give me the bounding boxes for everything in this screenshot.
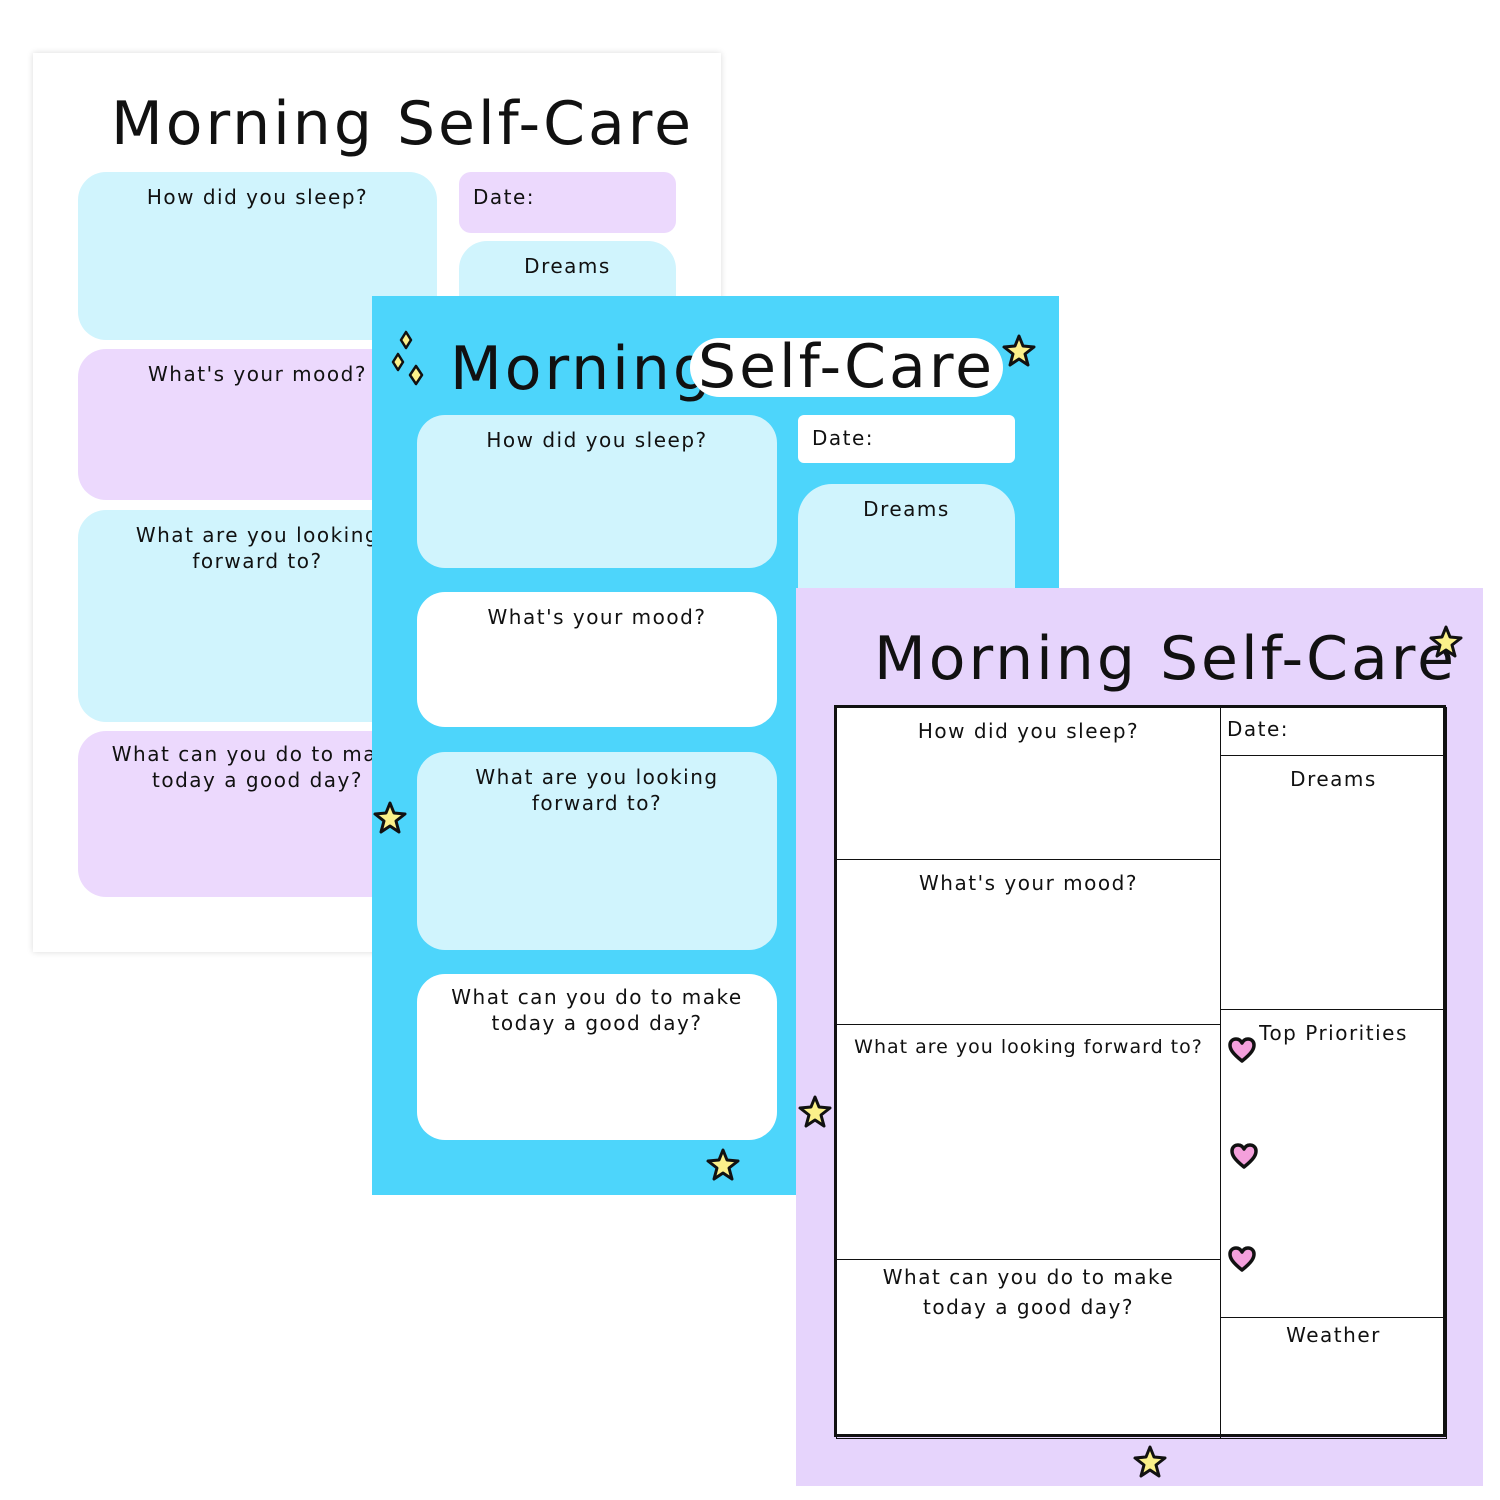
- star-icon: [1429, 625, 1463, 658]
- page-title: Morning Self-Care: [874, 624, 1458, 694]
- planner-grid: How did you sleep? What's your mood? Wha…: [834, 705, 1447, 1439]
- star-icon: [706, 1148, 740, 1181]
- good-day-box: What can you do to make today a good day…: [417, 974, 777, 1140]
- star-icon: [1002, 334, 1036, 367]
- good-day-cell: What can you do to make today a good day…: [836, 1259, 1221, 1439]
- page-title: Morning Self-Care: [111, 89, 695, 159]
- sleep-box: How did you sleep?: [417, 415, 777, 568]
- page-title-self-care: Self-Care: [690, 337, 1004, 397]
- star-icon: [798, 1095, 832, 1128]
- mood-cell: What's your mood?: [836, 859, 1221, 1025]
- weather-cell: Weather: [1220, 1317, 1447, 1439]
- heart-icon: [1228, 1246, 1256, 1272]
- looking-forward-box: What are you looking forward to?: [417, 752, 777, 950]
- heart-icon: [1228, 1037, 1256, 1063]
- top-priorities-label: Top Priorities: [1259, 1021, 1408, 1045]
- sparkles-icon: [391, 330, 424, 386]
- dreams-cell: Dreams: [1220, 755, 1447, 1010]
- star-icon: [373, 801, 407, 834]
- mood-box: What's your mood?: [417, 592, 777, 727]
- date-box: Date:: [459, 172, 676, 233]
- worksheet-lavender: Morning Self-Care How did you sleep? Wha…: [796, 588, 1483, 1486]
- star-icon: [1133, 1445, 1167, 1478]
- looking-forward-cell: What are you looking forward to?: [836, 1024, 1221, 1260]
- date-cell: Date:: [1220, 707, 1447, 756]
- top-priorities-cell: Top Priorities: [1220, 1009, 1447, 1318]
- sleep-cell: How did you sleep?: [836, 707, 1221, 860]
- heart-icon: [1230, 1143, 1258, 1169]
- date-box: Date:: [798, 415, 1015, 463]
- page-title-morning: Morning: [450, 334, 714, 404]
